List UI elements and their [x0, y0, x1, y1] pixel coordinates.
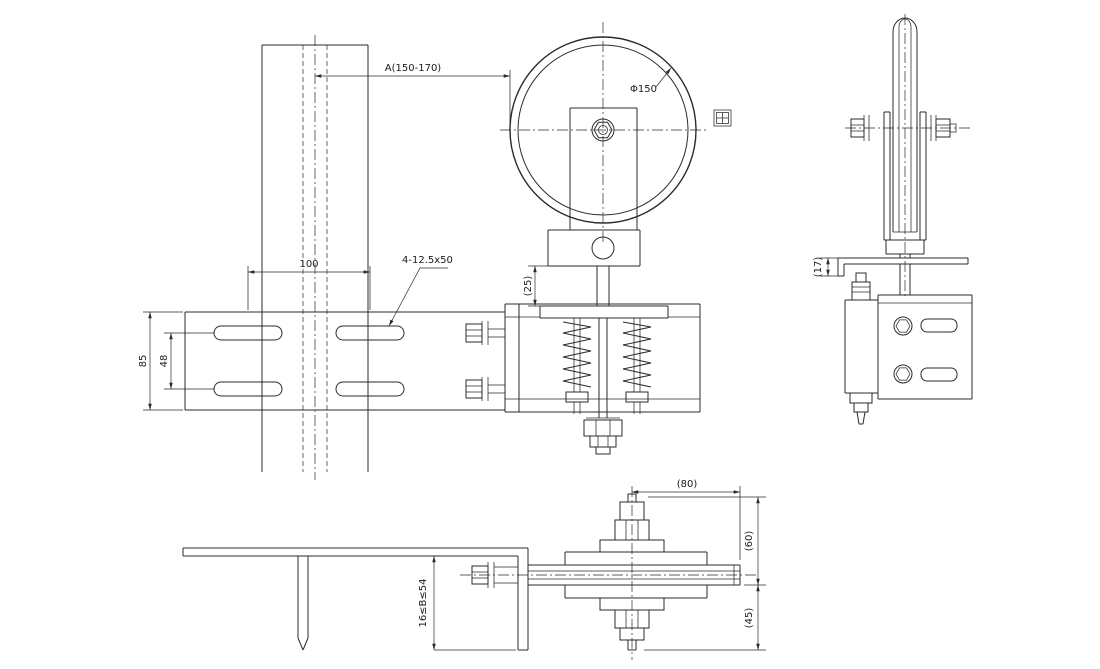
height-45-label: (45) — [744, 608, 755, 629]
top-bolt-stack — [599, 493, 665, 553]
channel-arm — [504, 303, 701, 413]
spring-coil — [562, 321, 592, 388]
front-dimensions: A(150-170) 100 85 48 (25) Φ150 4-12.5x50 — [138, 63, 672, 411]
side-view: (17) — [813, 14, 973, 425]
pulley-bracket — [539, 107, 669, 319]
axle-bolt — [850, 115, 957, 141]
tension-springs — [562, 318, 652, 414]
slot-hole — [920, 318, 958, 333]
column-width-label: 100 — [299, 259, 318, 270]
slot-hole — [213, 381, 283, 397]
slot-hole — [335, 325, 405, 341]
switch-device — [844, 272, 878, 425]
pulley-wheel — [500, 22, 706, 242]
mounting-plate — [184, 311, 505, 411]
dim-a-label: A(150-170) — [385, 63, 442, 74]
front-view: A(150-170) 100 85 48 (25) Φ150 4-12.5x50 — [138, 22, 732, 480]
clamp-bar — [460, 486, 758, 660]
side-clamp-bolt — [471, 562, 518, 588]
joint-bolts — [465, 321, 505, 401]
bottom-view: (80) (60) (45) 16≤B≤54 — [182, 479, 766, 660]
clamp-box — [877, 294, 973, 400]
height-60-label: (60) — [744, 531, 755, 552]
slot-hole — [335, 381, 405, 397]
bottom-dimensions: (80) (60) (45) 16≤B≤54 — [418, 479, 766, 651]
slot-hole — [213, 325, 283, 341]
width-80-label: (80) — [677, 479, 698, 490]
slot-spacing-label: 48 — [159, 355, 170, 368]
pole — [261, 35, 369, 480]
spring-coil — [622, 321, 652, 388]
slot-hole — [920, 367, 958, 382]
fork-bracket — [883, 111, 927, 258]
stem-height-label: (25) — [523, 276, 534, 297]
beam-range-label: 16≤B≤54 — [418, 578, 429, 627]
stamp-icon — [713, 109, 732, 127]
diameter-label: Φ150 — [630, 84, 657, 95]
slot-callout-label: 4-12.5x50 — [402, 255, 453, 266]
plate-height-label: 85 — [138, 355, 149, 368]
axle-nut — [593, 121, 613, 139]
side-dimensions: (17) — [813, 257, 838, 278]
center-bolt — [583, 318, 623, 455]
l-bracket — [182, 547, 529, 651]
pulley-side — [845, 14, 970, 296]
bottom-bolt-stack — [599, 597, 665, 651]
offset-label: (17) — [813, 257, 824, 278]
t-stem — [297, 556, 309, 651]
foot-plate — [837, 257, 969, 295]
